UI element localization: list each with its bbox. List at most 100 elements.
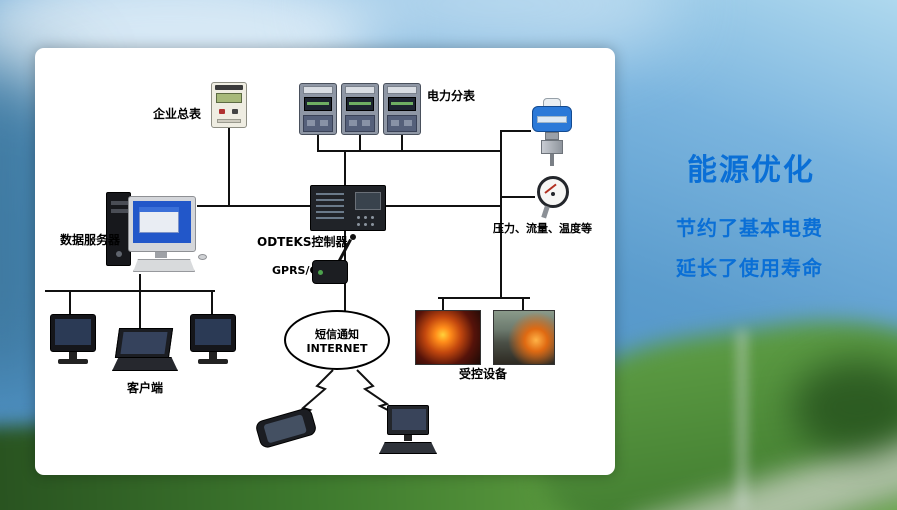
connector-line [359, 135, 361, 151]
connector-line [211, 290, 213, 315]
meter-key [320, 120, 328, 126]
connector-line [438, 297, 530, 299]
meter-key [307, 120, 315, 126]
connector-line [139, 290, 141, 328]
transmitter-neck [545, 132, 559, 140]
monitor-screen [55, 319, 91, 345]
gauge-pin [551, 192, 555, 196]
wireless-link-bolts [288, 369, 404, 423]
controller-text-row [316, 205, 344, 207]
meter-top [303, 86, 333, 94]
monitor-screen [195, 319, 231, 345]
controller-led [357, 223, 360, 226]
power-submeter-icon [341, 83, 379, 135]
power-submeter-icon [299, 83, 337, 135]
connector-line [45, 290, 215, 292]
lightning-bolt-icon [356, 369, 404, 419]
cloud-label-line1: 短信通知 [315, 327, 359, 341]
connector-line [522, 297, 524, 311]
meter-key [349, 120, 357, 126]
internet-cloud: 短信通知 INTERNET [284, 310, 390, 370]
transmitter-probe [550, 154, 554, 166]
transmitter-body [541, 140, 563, 154]
cloud-label-line2: INTERNET [306, 341, 368, 355]
pressure-transmitter-icon [528, 98, 576, 166]
server-tower-icon [106, 192, 131, 266]
drive-slot [111, 201, 128, 205]
caption-title: 能源优化 [687, 153, 815, 188]
monitor-base [198, 359, 228, 364]
window-titlebar [139, 207, 179, 212]
connector-line [197, 205, 311, 207]
controller-text-row [316, 211, 344, 213]
controller-display [355, 192, 381, 210]
furnace-photo-icon [415, 310, 481, 365]
connector-line [442, 297, 444, 311]
connector-line [69, 290, 71, 315]
gauge-dial [537, 176, 569, 208]
caption-subtitle-1: 节约了基本电费 [676, 216, 823, 240]
connector-line [139, 274, 141, 291]
caption-subtitle-2: 延长了使用寿命 [676, 256, 823, 280]
bush-blur [792, 360, 897, 455]
client-monitor-icon [190, 314, 236, 352]
equipment-label: 受控设备 [459, 367, 508, 381]
sensors-label: 压力、流量、温度等 [493, 222, 592, 235]
server-label: 数据服务器 [60, 233, 121, 247]
meter-body [387, 115, 417, 132]
connector-line [501, 196, 535, 198]
meter-key [404, 120, 412, 126]
meter-body [345, 115, 375, 132]
monitor-stand [404, 435, 412, 441]
meter-body [303, 115, 333, 132]
meter-button [219, 109, 225, 114]
monitor-screen [392, 409, 426, 430]
clients-label: 客户端 [127, 381, 164, 395]
pole-blur [738, 330, 746, 510]
connector-line [385, 205, 502, 207]
modem-led [318, 270, 323, 275]
connector-line [500, 130, 502, 299]
client-monitor-icon [50, 314, 96, 352]
gprs-modem-icon [312, 260, 348, 284]
meter-button [232, 109, 238, 114]
controller-text-row [316, 217, 344, 219]
connector-line [501, 130, 531, 132]
controller-led [371, 223, 374, 226]
keyboard-icon [379, 442, 437, 454]
meter-lcd [216, 93, 242, 103]
pressure-gauge-icon [534, 176, 574, 222]
monitor-stand [209, 352, 217, 359]
controller-led [364, 223, 367, 226]
connector-line [317, 135, 319, 151]
meter-key [391, 120, 399, 126]
meter-digits [349, 102, 371, 105]
monitor-stand [69, 352, 77, 359]
meter-digits [307, 102, 329, 105]
meter-digits [391, 102, 413, 105]
connector-line [228, 128, 230, 207]
antenna-tip [350, 234, 356, 240]
enterprise-meter-icon [211, 82, 247, 128]
meter-cap [215, 85, 243, 90]
meter-key [362, 120, 370, 126]
meter-top [387, 86, 417, 94]
connector-line [317, 150, 502, 152]
server-monitor-icon [128, 196, 196, 252]
controller-text-row [316, 199, 344, 201]
controller-label: ODTEKS控制器 [257, 235, 348, 249]
monitor-base [58, 359, 88, 364]
monitor-stand [155, 252, 167, 258]
connector-line [344, 150, 346, 185]
submeters-label: 电力分表 [427, 89, 476, 103]
enterprise-meter-label: 企业总表 [153, 107, 202, 121]
remote-monitor-icon [387, 405, 429, 435]
connector-line [401, 135, 403, 151]
controller-text-row [316, 193, 344, 195]
transmitter-tag [537, 116, 567, 123]
meter-slot [217, 119, 241, 123]
drive-slot [111, 209, 128, 213]
diagram-panel: 企业总表 电力分表 [35, 48, 615, 475]
controller-icon [310, 185, 386, 231]
